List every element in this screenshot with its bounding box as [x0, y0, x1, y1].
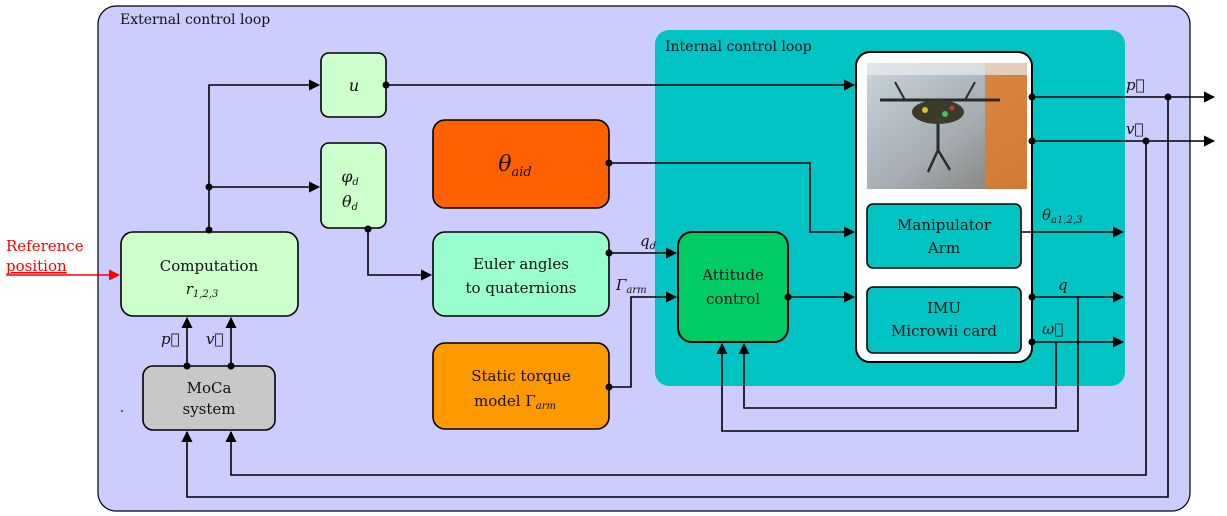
u-label: u [349, 76, 359, 95]
external-loop-label: External control loop [120, 12, 270, 28]
qd-label: qd [640, 232, 656, 252]
attitude-control-block: Attitude control [677, 231, 789, 343]
desired-angles-block: φd θd [320, 142, 387, 229]
computation-label: Computation [160, 257, 259, 275]
attitude-line2: control [706, 290, 760, 308]
drone-photo [867, 63, 1027, 189]
static-torque-line2: model Γarm [474, 392, 556, 412]
moca-line2: system [183, 400, 236, 418]
imu-block: IMU Microwii card [866, 286, 1022, 354]
imu-line1: IMU [927, 299, 961, 317]
p-feedback-label: p⃗ [161, 330, 180, 348]
internal-loop-label: Internal control loop [665, 39, 812, 55]
theta-d-label: θd [342, 192, 358, 213]
static-torque-block: Static torque model Γarm [432, 342, 610, 430]
static-torque-line1: Static torque [471, 367, 571, 385]
wires [181, 79, 1216, 498]
computation-math: r1,2,3 [186, 280, 219, 300]
theta-a-label: θa1,2,3 [1042, 206, 1082, 226]
gamma-arm-label: Γarm [615, 276, 647, 296]
euler-to-quaternion-block: Euler angles to quaternions [432, 231, 610, 317]
p-output-label: p⃗ [1126, 76, 1145, 94]
q-output-label: q [1058, 276, 1068, 294]
phi-d-label: φd [341, 167, 359, 188]
imu-line2: Microwii card [891, 322, 997, 340]
euler-line2: to quaternions [466, 279, 577, 297]
theta-aid-block: θaid [432, 119, 610, 209]
attitude-line1: Attitude [701, 266, 764, 284]
manipulator-arm-block: Manipulator Arm [866, 203, 1022, 269]
omega-output-label: ω⃗ [1042, 320, 1063, 338]
moca-line1: MoCa [187, 379, 232, 397]
u-block: u [320, 52, 387, 118]
moca-block: MoCa system [142, 365, 276, 431]
manipulator-line1: Manipulator [897, 216, 992, 234]
reference-label-line1: Reference [6, 237, 84, 255]
reference-label-line2: position [6, 257, 67, 275]
manipulator-line2: Arm [927, 239, 960, 257]
computation-block: Computation r1,2,3 [120, 231, 299, 317]
v-feedback-label: v⃗ [206, 330, 223, 348]
euler-line1: Euler angles [473, 255, 569, 273]
v-output-label: v⃗ [1126, 120, 1143, 138]
theta-aid-label: θaid [498, 152, 531, 180]
junction-dots [121, 81, 1172, 412]
